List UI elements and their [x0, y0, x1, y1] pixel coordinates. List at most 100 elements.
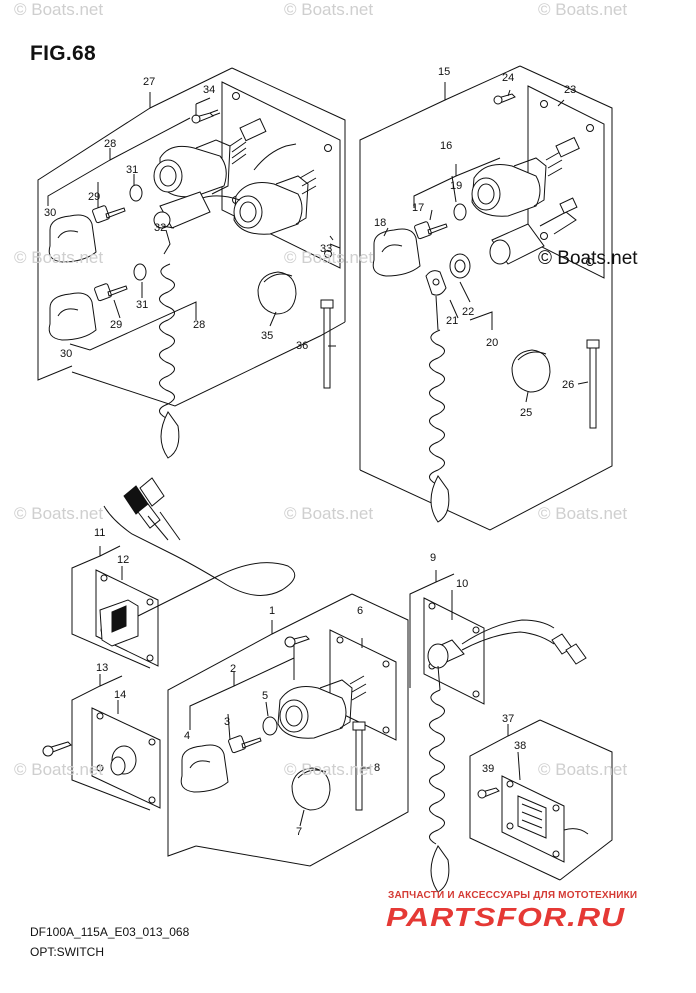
watermark-4: © Boats.net — [14, 248, 104, 267]
part-label-35: 35 — [261, 330, 274, 342]
screw-1 — [284, 635, 310, 648]
part-label-11: 11 — [94, 527, 106, 539]
part-label-2: 2 — [230, 663, 237, 675]
part-label-4: 4 — [184, 730, 191, 742]
ignition-switch-left-a — [153, 118, 267, 198]
nut-5 — [262, 716, 278, 736]
part-label-38: 38 — [514, 740, 527, 752]
part-label-31-lower: 31 — [136, 299, 149, 311]
figure-code: DF100A_115A_E03_013_068 — [30, 925, 190, 939]
clamp-8 — [352, 721, 366, 811]
part-label-12: 12 — [117, 554, 130, 566]
part-label-6: 6 — [357, 605, 364, 617]
nut-19 — [453, 203, 467, 221]
switch-plate-38 — [501, 775, 589, 863]
part-label-5: 5 — [262, 690, 269, 702]
part-label-28-upper: 28 — [104, 138, 117, 150]
cap-7 — [291, 767, 331, 811]
mounting-plate-10 — [423, 597, 485, 705]
watermark-7: © Boats.net — [284, 504, 374, 523]
ignition-switch-right — [471, 136, 580, 217]
part-label-26: 26 — [562, 379, 575, 391]
part-label-23: 23 — [564, 84, 577, 96]
copyright-label: © Boats.net — [538, 248, 638, 269]
screw-34 — [191, 109, 221, 124]
key-29-upper — [92, 205, 126, 224]
part-label-36: 36 — [296, 340, 309, 352]
part-label-9: 9 — [430, 552, 437, 564]
part-label-18: 18 — [374, 217, 387, 229]
leaders-15 — [383, 89, 589, 403]
switch-plate-14 — [91, 707, 161, 809]
stop-switch-20 — [489, 197, 578, 265]
stop-switch-10 — [427, 619, 587, 669]
part-label-32: 32 — [154, 222, 167, 234]
assembly-13-frame — [71, 674, 151, 811]
lanyard-9 — [429, 665, 450, 893]
key-29-lower — [94, 283, 128, 302]
nut-31-lower — [133, 263, 147, 281]
part-label-37: 37 — [502, 713, 515, 725]
assembly-9-frame — [409, 570, 455, 688]
figure-name: OPT:SWITCH — [30, 945, 104, 959]
clamp-26 — [586, 339, 600, 429]
toggle-switch-12 — [99, 599, 139, 647]
assembly-37-frame — [469, 719, 613, 881]
assembly-15-frame — [359, 65, 613, 531]
part-label-30-upper: 30 — [44, 207, 57, 219]
key-cap-30-lower — [48, 292, 97, 341]
part-label-28-lower: 28 — [193, 319, 206, 331]
part-label-17: 17 — [412, 202, 425, 214]
part-label-21: 21 — [446, 315, 459, 327]
watermark-2: © Boats.net — [284, 0, 374, 19]
leaders-27 — [47, 92, 336, 351]
part-label-16: 16 — [440, 140, 453, 152]
part-label-29-upper: 29 — [88, 191, 101, 203]
part-label-30-lower: 30 — [60, 348, 73, 360]
assembly-1-frame — [167, 593, 409, 867]
part-label-24: 24 — [502, 72, 515, 84]
part-label-25: 25 — [520, 407, 533, 419]
part-label-22: 22 — [462, 306, 475, 318]
watermark-6: © Boats.net — [14, 504, 104, 523]
key-cap-4 — [180, 744, 229, 793]
key-17 — [414, 221, 448, 240]
nut-31-upper — [129, 184, 143, 202]
part-label-33: 33 — [320, 243, 333, 255]
part-label-34: 34 — [203, 84, 216, 96]
figure-title: FIG.68 — [30, 42, 96, 65]
part-label-29-lower: 29 — [110, 319, 123, 331]
part-label-19: 19 — [450, 180, 463, 192]
part-label-15: 15 — [438, 66, 451, 78]
assembly-11-frame — [71, 545, 151, 669]
lock-plate-21 — [425, 270, 447, 296]
part-label-3: 3 — [224, 716, 231, 728]
part-label-8: 8 — [374, 762, 381, 774]
promo-tagline: ЗАПЧАСТИ И АКСЕССУАРЫ ДЛЯ МОТОТЕХНИКИ — [388, 890, 638, 901]
leaders-1 — [189, 638, 370, 827]
cap-25 — [511, 349, 551, 393]
part-label-13: 13 — [96, 662, 109, 674]
watermark-8: © Boats.net — [538, 504, 628, 523]
part-label-7: 7 — [296, 826, 303, 838]
part-label-27: 27 — [143, 76, 156, 88]
promo-brand-logo[interactable]: PARTSFOR.RU — [386, 903, 626, 932]
stop-switch-32 — [153, 191, 211, 255]
screw-13 — [42, 741, 72, 757]
key-3 — [228, 735, 262, 754]
watermark-1: © Boats.net — [14, 0, 104, 19]
cap-35 — [257, 271, 297, 315]
part-label-14: 14 — [114, 689, 127, 701]
trim-switch-14 — [110, 745, 137, 776]
part-label-20: 20 — [486, 337, 499, 349]
watermark-11: © Boats.net — [538, 760, 628, 779]
lanyard-20 — [429, 295, 450, 523]
watermark-10: © Boats.net — [284, 760, 374, 779]
screw-24 — [493, 93, 516, 105]
part-label-31-upper: 31 — [126, 164, 139, 176]
watermark-3: © Boats.net — [538, 0, 628, 19]
watermark-9: © Boats.net — [14, 760, 104, 779]
screw-39 — [477, 787, 500, 799]
